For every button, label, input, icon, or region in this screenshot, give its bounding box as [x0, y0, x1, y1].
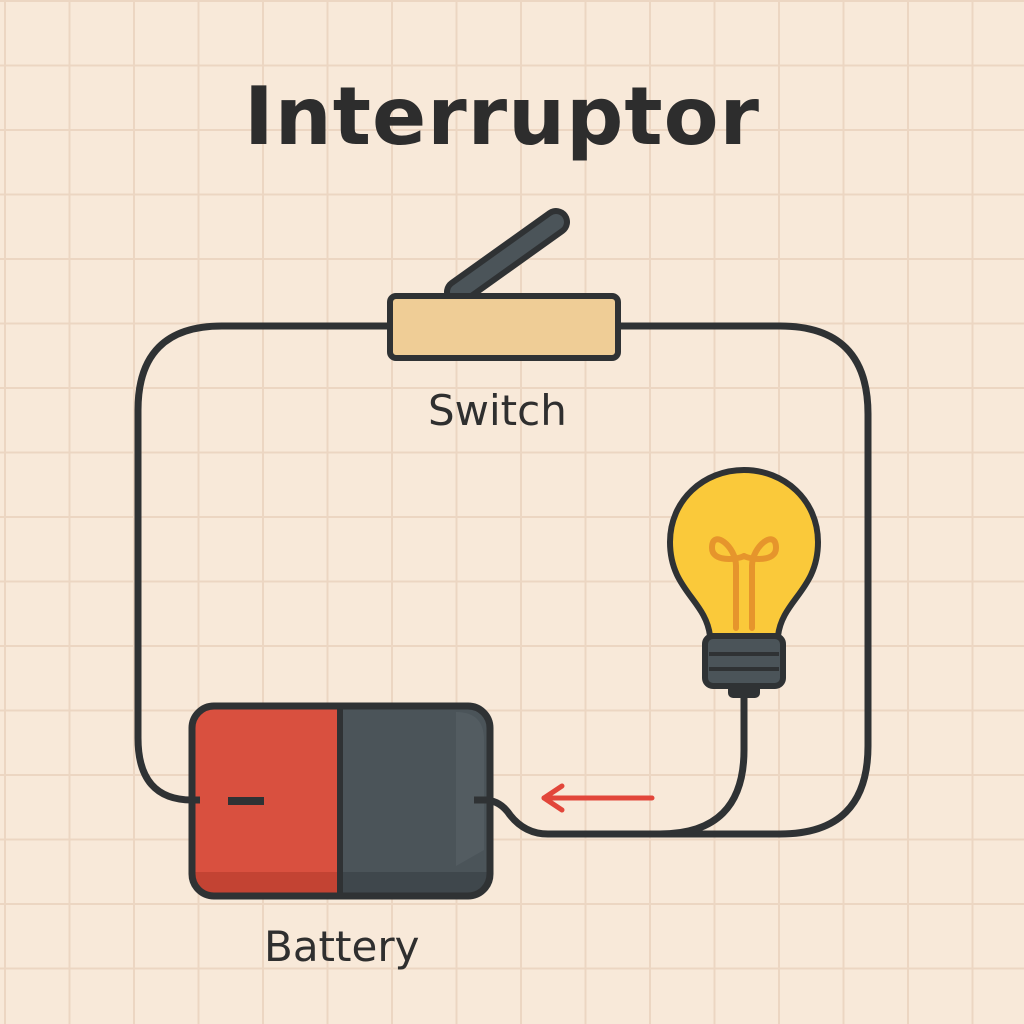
arrow-left-icon: [541, 783, 655, 813]
light-bulb-icon: [667, 467, 821, 698]
diagram-title: Interruptor: [244, 70, 760, 163]
bulb-base: [702, 633, 786, 689]
wire-left: [134, 322, 394, 804]
wire-right: [480, 322, 872, 838]
filament: [708, 536, 780, 631]
battery-label: Battery: [264, 922, 420, 971]
switch-label: Switch: [428, 386, 567, 435]
battery-icon: [188, 702, 494, 900]
wire-bulb: [656, 690, 748, 838]
switch-icon[interactable]: [387, 208, 621, 361]
switch-base: [387, 293, 621, 361]
battery-negative-terminal: [192, 706, 340, 896]
